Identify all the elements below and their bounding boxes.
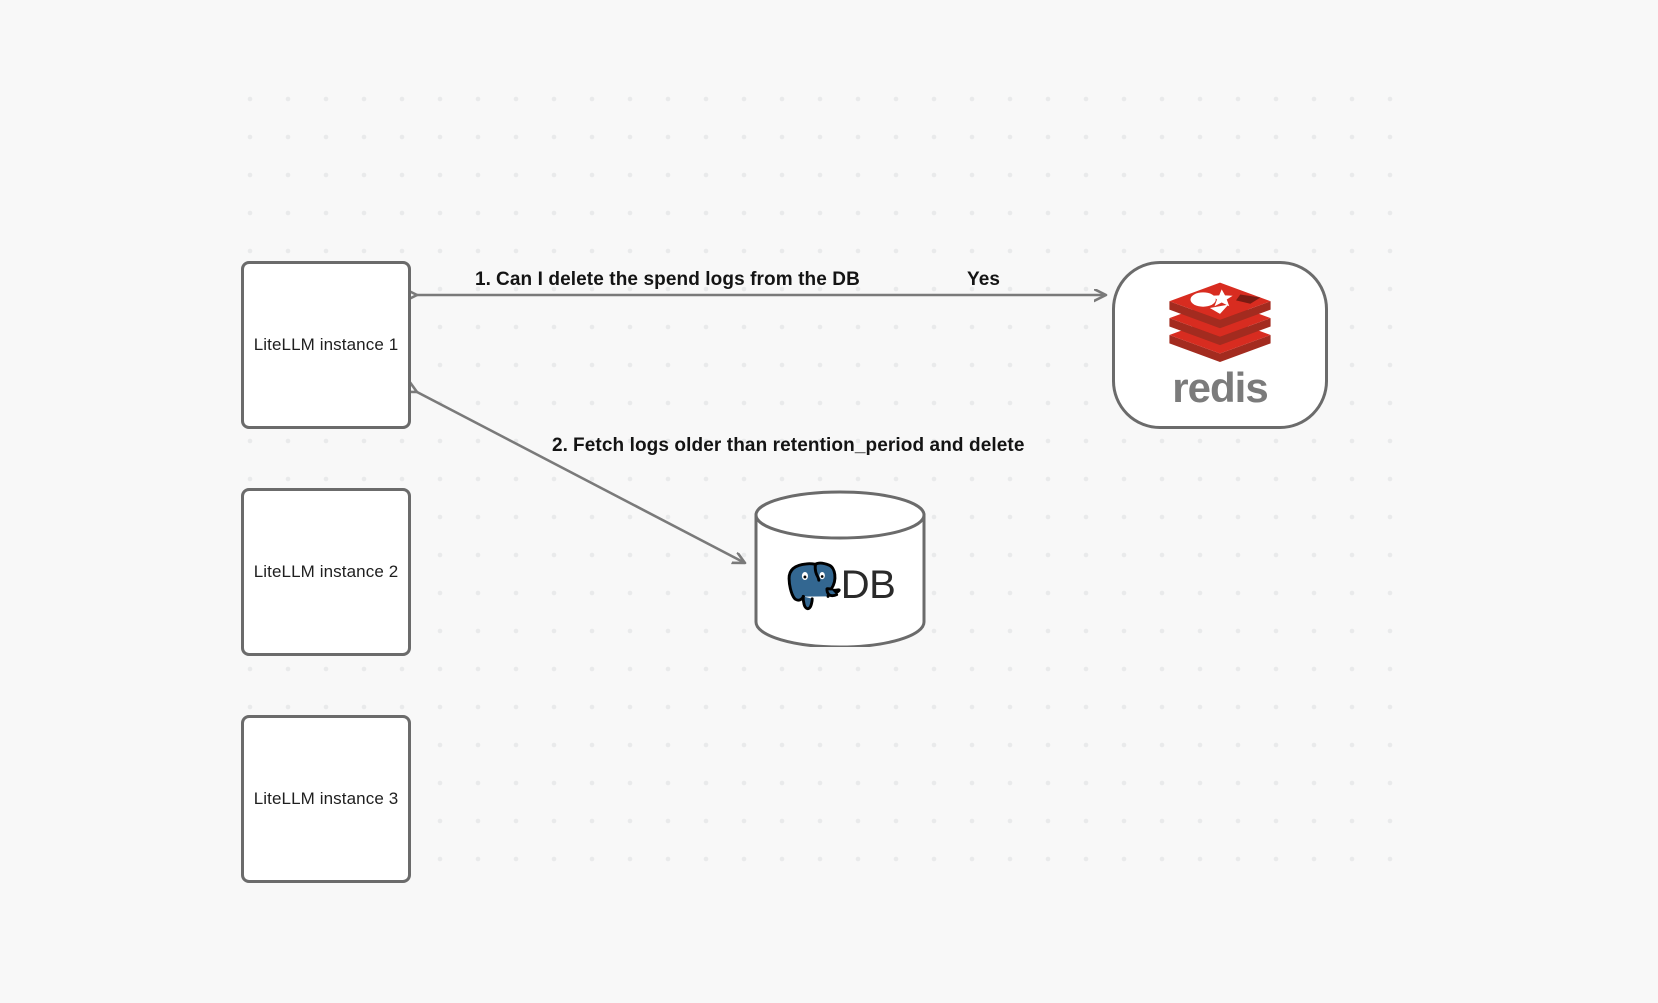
postgres-label-group: DB xyxy=(753,490,927,647)
cylinder-shape xyxy=(754,490,926,647)
node-label: LiteLLM instance 2 xyxy=(253,562,399,581)
redis-wordmark: redis xyxy=(1172,364,1268,411)
node-label: LiteLLM instance 3 xyxy=(253,789,399,808)
node-label: LiteLLM instance 1 xyxy=(253,335,399,354)
edge-label-answer: Yes xyxy=(967,269,1001,290)
redis-logo: redis xyxy=(1166,281,1274,409)
node-redis[interactable]: redis xyxy=(1112,261,1328,429)
edge-label-2: 2.Fetch logs older than retention_period… xyxy=(552,435,1025,457)
edge-litellm1-db xyxy=(417,392,745,563)
edge-label-1: 1.Can I delete the spend logs from the D… xyxy=(475,269,860,291)
edge-label-text: Can I delete the spend logs from the DB xyxy=(496,269,860,290)
redis-stack-icon xyxy=(1169,282,1271,362)
node-postgres-db[interactable]: DB xyxy=(753,490,927,647)
edge-step-number: 1. xyxy=(475,269,492,290)
node-litellm-instance-2[interactable]: LiteLLM instance 2 xyxy=(241,488,411,656)
db-label: DB xyxy=(840,563,896,607)
edge-label-text: Fetch logs older than retention_period a… xyxy=(573,435,1025,456)
node-litellm-instance-1[interactable]: LiteLLM instance 1 xyxy=(241,261,411,429)
node-litellm-instance-3[interactable]: LiteLLM instance 3 xyxy=(241,715,411,883)
postgresql-elephant-icon xyxy=(787,561,841,610)
edge-step-number: 2. xyxy=(552,435,569,456)
